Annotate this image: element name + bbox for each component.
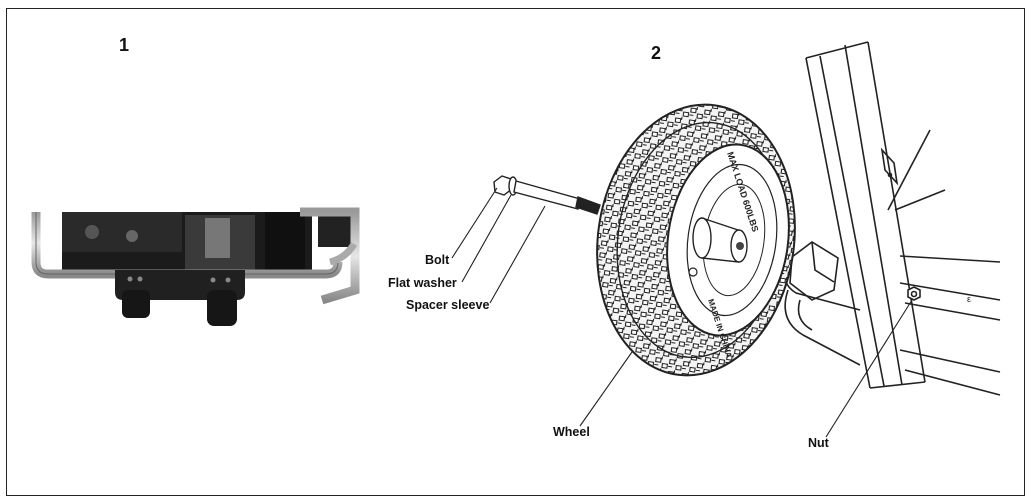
callout-flat-washer: Flat washer — [388, 276, 457, 290]
callout-spacer-sleeve: Spacer sleeve — [406, 298, 490, 312]
wheel-leader — [579, 351, 633, 427]
small-mark: ε — [967, 294, 971, 304]
flat-washer-leader — [461, 194, 512, 283]
callout-wheel: Wheel — [553, 425, 590, 439]
step-label-1: 1 — [119, 35, 130, 55]
callout-nut: Nut — [808, 436, 829, 450]
callout-leaders — [451, 187, 913, 438]
nut-leader — [825, 299, 913, 438]
spacer-sleeve-leader — [489, 205, 546, 304]
generator-frame-drawing — [784, 41, 1001, 396]
step-label-2: 2 — [651, 43, 662, 63]
axle-parts-drawing — [493, 175, 601, 215]
bolt-leader — [451, 187, 498, 259]
callout-bolt: Bolt — [425, 253, 450, 267]
wheel-drawing: MAX LOAD 600LBS MADE IN CHINA — [596, 103, 796, 377]
generator-base-illustration — [31, 207, 360, 326]
